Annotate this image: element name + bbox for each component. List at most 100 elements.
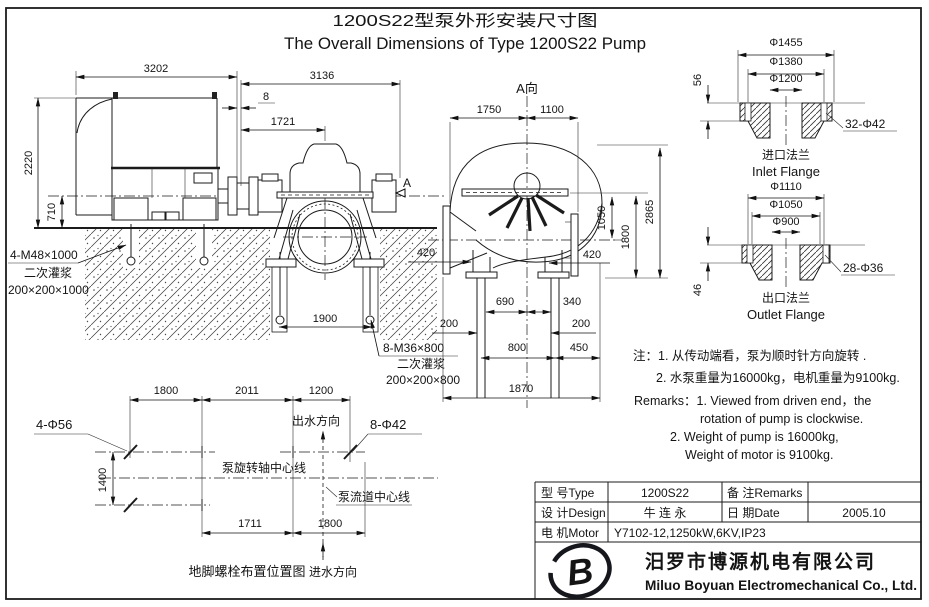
side-view-foundation: [34, 224, 437, 340]
note-en-3: 2. Weight of pump is 16000kg,: [670, 430, 839, 444]
dim-200-right: 200: [572, 318, 590, 330]
date-label: 日 期Date: [727, 506, 780, 520]
outlet-flange-name-zh: 出口法兰: [762, 291, 810, 305]
label-front-grout-size: 200×200×1000: [8, 283, 89, 297]
label-shaft-centerline: 泵旋转轴中心线: [222, 460, 306, 475]
inlet-flange-face: [442, 205, 451, 275]
dim-46: 46: [692, 284, 704, 296]
title-block: 型 号Type 1200S22 备 注Remarks 设 计Design 牛 连…: [534, 481, 921, 599]
label-rear-grout-size: 200×200×800: [386, 373, 460, 387]
drawing-border: [5, 7, 922, 600]
dim-1400: 1400: [97, 468, 109, 492]
dim-inlet-dia1: Φ1455: [769, 37, 802, 49]
dim-1870: 1870: [509, 383, 533, 395]
note-en-1: Remarks：1. Viewed from driven end，the: [634, 394, 871, 408]
dim-200-left: 200: [440, 318, 458, 330]
side-view-dimensions: 3202 3136 8 1721 2220 710 1900: [23, 63, 401, 330]
terminal-box: [193, 172, 213, 184]
type-label: 型 号Type: [541, 486, 595, 500]
outlet-flange-name-en: Outlet Flange: [747, 307, 825, 322]
inlet-flange-section: [739, 102, 771, 139]
motor-value: Y7102-12,1250kW,6KV,IP23: [614, 526, 766, 540]
dim-2865: 2865: [644, 200, 656, 224]
motor-label: 电 机Motor: [541, 526, 599, 540]
bolt-layout: 1800 2011 1200 4-Φ56 8-Φ42 出水方向 泵旋转轴中心线 …: [34, 385, 438, 579]
label-rear-anchor: 8-M36×800: [383, 341, 444, 355]
label-rear-grout: 二次灌浆: [397, 356, 445, 371]
side-view-pump: A: [257, 143, 411, 280]
dim-800: 800: [508, 342, 526, 354]
dim-1721: 1721: [271, 116, 295, 128]
note-zh-1: 注：1. 从传动端看，泵为顺时针方向旋转 .: [633, 348, 866, 363]
logo-letter: B: [564, 549, 595, 593]
company-logo: B: [548, 543, 612, 599]
bolt-mark: [343, 444, 358, 460]
dim-420-right: 420: [583, 249, 601, 261]
dim-1800: 1800: [620, 225, 632, 249]
type-value: 1200S22: [641, 486, 689, 500]
label-front-anchor: 4-M48×1000: [10, 248, 78, 262]
note-en-2: rotation of pump is clockwise.: [700, 412, 863, 426]
pump-casing-dome: [289, 143, 361, 192]
dim-outlet-dia1: Φ1110: [770, 181, 802, 193]
dim-450: 450: [570, 342, 588, 354]
note-zh-2: 2. 水泵重量为16000kg，电机重量为9100kg.: [656, 370, 900, 385]
dim-710: 710: [46, 203, 58, 221]
pump-pit: [270, 229, 380, 340]
dim-3136: 3136: [310, 70, 334, 82]
dim-2220: 2220: [23, 151, 35, 175]
dim-1050: 1050: [596, 206, 608, 230]
label-outlet-holes: 28-Φ36: [843, 261, 884, 275]
label-bolts-small: 8-Φ42: [370, 417, 406, 432]
label-front-grout: 二次灌浆: [24, 265, 72, 280]
dim-1711: 1711: [238, 518, 262, 530]
date-value: 2005.10: [842, 506, 886, 520]
bolt-mark: [123, 497, 138, 513]
dim-1800-top: 1800: [154, 385, 178, 397]
lifting-lug: [113, 92, 118, 99]
dim-1800-bottom: 1800: [318, 518, 342, 530]
bolt-mark: [123, 444, 138, 460]
dim-1100: 1100: [540, 104, 564, 116]
dim-1900: 1900: [313, 313, 337, 325]
bolt-hole: [744, 102, 752, 122]
dim-420-left: 420: [417, 247, 435, 259]
view-a-title: A向: [516, 81, 538, 96]
company-name-en: Miluo Boyuan Electromechanical Co., Ltd.: [645, 578, 917, 593]
bolt-hole: [746, 244, 754, 264]
dim-inlet-dia2: Φ1380: [769, 56, 802, 68]
label-inlet-holes: 32-Φ42: [845, 117, 886, 131]
volute-casing: [449, 142, 603, 263]
title-zh: 1200S22型泵外形安装尺寸图: [333, 12, 598, 30]
outlet-flange-section: [741, 244, 773, 281]
bolt-hole: [822, 244, 830, 264]
support-ribs: [488, 193, 565, 232]
side-view-motor: [48, 92, 445, 221]
drawing-title: 1200S22型泵外形安装尺寸图 The Overall Dimensions …: [284, 12, 646, 53]
design-label: 设 计Design: [541, 506, 606, 520]
dim-1200: 1200: [309, 385, 333, 397]
label-bolts-large: 4-Φ56: [36, 417, 72, 432]
bearing-housing: [371, 179, 397, 213]
label-outflow: 出水方向: [292, 413, 340, 428]
notes: 注：1. 从传动端看，泵为顺时针方向旋转 . 2. 水泵重量为16000kg，电…: [633, 348, 900, 462]
outlet-flange-face: [570, 213, 579, 277]
dim-56: 56: [692, 74, 704, 86]
company-name-zh: 汨罗市博源机电有限公司: [645, 550, 876, 573]
note-en-4: Weight of motor is 9100kg.: [685, 448, 833, 462]
view-direction-icon: [394, 188, 406, 198]
design-value: 牛 连 永: [644, 505, 687, 520]
outlet-flange-detail: Φ1110 Φ1050 Φ900 46 28-Φ36 出口法兰 Outlet F…: [692, 181, 895, 322]
dim-inlet-dia3: Φ1200: [769, 73, 802, 85]
dim-2011: 2011: [235, 385, 259, 397]
remarks-label: 备 注Remarks: [727, 485, 802, 500]
view-a: A向: [428, 81, 618, 408]
lifting-lug: [212, 92, 217, 99]
dim-3202: 3202: [144, 63, 168, 75]
dim-1750: 1750: [477, 104, 501, 116]
title-en: The Overall Dimensions of Type 1200S22 P…: [284, 34, 646, 53]
dim-outlet-dia3: Φ900: [772, 216, 799, 228]
inlet-flange-detail: Φ1455 Φ1380 Φ1200 56 32-Φ42 进口法兰 Inlet F…: [692, 37, 897, 179]
